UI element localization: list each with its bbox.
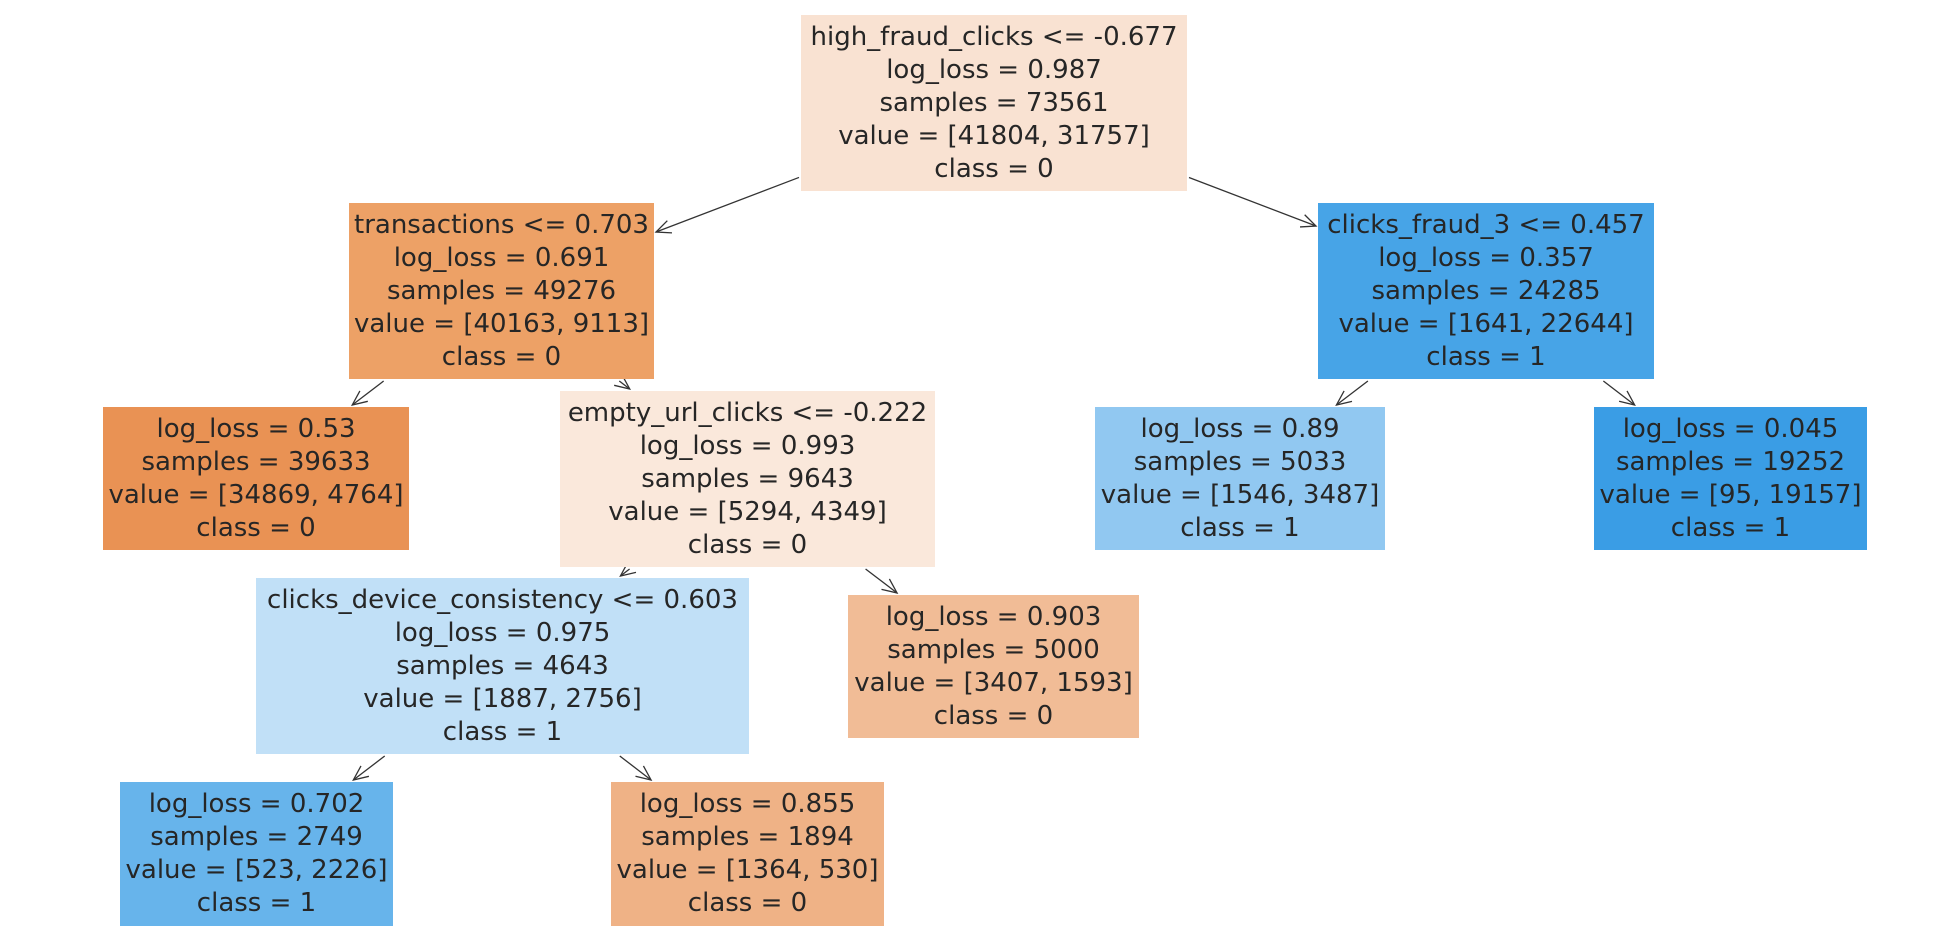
node-class: class = 0 [441, 341, 562, 372]
node-samples: samples = 5033 [1133, 446, 1347, 477]
node-log-loss: log_loss = 0.975 [394, 617, 611, 648]
node-value: value = [95, 19157] [1599, 479, 1862, 510]
node-log-loss: log_loss = 0.993 [639, 430, 856, 461]
tree-edge-n4-n5 [352, 755, 386, 781]
node-class: class = 0 [934, 153, 1054, 184]
tree-edge-n0-n1 [654, 176, 800, 234]
node-log-loss: log_loss = 0.702 [148, 789, 365, 819]
node-log-loss: log_loss = 0.045 [1622, 413, 1839, 444]
tree-edge-n4-n6 [619, 755, 653, 781]
node-condition: empty_url_clicks <= -0.222 [567, 397, 928, 428]
node-samples: samples = 19252 [1615, 446, 1846, 477]
node-class: class = 0 [196, 512, 316, 543]
node-value: value = [3407, 1593] [854, 667, 1133, 698]
node-class: class = 0 [687, 529, 808, 560]
tree-edge-n1-n2 [350, 380, 385, 406]
node-value: value = [1364, 530] [616, 855, 879, 885]
tree-edge-n0-n8 [1188, 176, 1318, 228]
node-log-loss: log_loss = 0.903 [885, 601, 1102, 632]
node-log-loss: log_loss = 0.357 [1378, 242, 1594, 273]
node-class: class = 0 [933, 700, 1054, 731]
node-value: value = [40163, 9113] [353, 308, 650, 339]
node-samples: samples = 73561 [879, 87, 1109, 118]
node-samples: samples = 5000 [887, 634, 1100, 665]
node-log-loss: log_loss = 0.987 [886, 54, 1102, 85]
tree-edge-n8-n9 [1335, 380, 1369, 406]
node-log-loss: log_loss = 0.855 [639, 789, 856, 819]
node-condition: clicks_device_consistency <= 0.603 [267, 584, 738, 615]
tree-edge-n8-n10 [1602, 380, 1636, 406]
node-log-loss: log_loss = 0.53 [156, 413, 356, 444]
node-samples: samples = 4643 [396, 650, 609, 681]
node-samples: samples = 2749 [150, 822, 363, 852]
node-condition: transactions <= 0.703 [354, 209, 649, 240]
node-samples: samples = 39633 [141, 446, 371, 477]
node-condition: high_fraud_clicks <= -0.677 [810, 21, 1178, 52]
node-samples: samples = 24285 [1371, 275, 1601, 306]
node-class: class = 1 [1426, 341, 1546, 372]
node-condition: clicks_fraud_3 <= 0.457 [1327, 209, 1645, 240]
node-samples: samples = 1894 [641, 822, 854, 852]
node-class: class = 1 [442, 716, 563, 747]
node-value: value = [1546, 3487] [1100, 479, 1380, 510]
node-value: value = [1887, 2756] [363, 683, 642, 714]
node-value: value = [523, 2226] [125, 855, 388, 885]
node-class: class = 1 [1180, 512, 1300, 543]
tree-edge-n1-n3 [614, 374, 632, 390]
node-log-loss: log_loss = 0.89 [1140, 413, 1340, 444]
node-value: value = [34869, 4764] [108, 479, 404, 510]
node-value: value = [41804, 31757] [838, 120, 1150, 151]
node-class: class = 1 [196, 888, 317, 918]
node-class: class = 1 [1670, 512, 1791, 543]
node-samples: samples = 9643 [641, 463, 854, 494]
node-class: class = 0 [687, 888, 808, 918]
node-value: value = [5294, 4349] [608, 496, 887, 527]
node-log-loss: log_loss = 0.691 [393, 242, 610, 273]
node-value: value = [1641, 22644] [1338, 308, 1634, 339]
tree-edge-n3-n7 [865, 568, 899, 594]
node-samples: samples = 49276 [386, 275, 617, 306]
